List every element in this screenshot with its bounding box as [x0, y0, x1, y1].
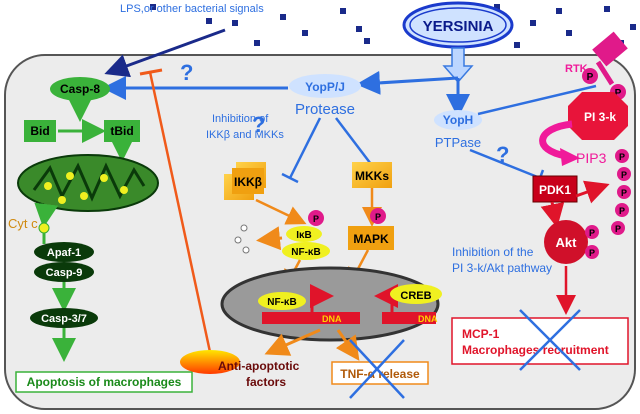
mapk-label: MAPK [353, 232, 389, 246]
svg-text:P: P [587, 72, 594, 83]
pdk1-node [532, 175, 578, 203]
degraded-ikb-fragments [234, 224, 250, 254]
mcp1-box [451, 317, 629, 365]
nfkb-label: NF-κB [291, 247, 320, 258]
svg-text:P: P [621, 188, 627, 198]
pdk1-to-akt-arrow [540, 201, 565, 228]
protease-label: Protease [295, 101, 355, 118]
mcp1-label: MCP-1 [462, 327, 500, 341]
ikb-node [286, 226, 322, 242]
casp37-label: Casp-3/7 [41, 313, 87, 325]
cytochrome-c-dots [44, 172, 128, 204]
pi3k-inhibition-label-1: Inhibition of the [452, 245, 534, 259]
yopPJ-node [289, 74, 361, 98]
yopH-label: YopH [443, 113, 473, 127]
casp9-node [34, 262, 94, 282]
ptpase-label: PTPase [435, 135, 481, 150]
lps-arrow [104, 28, 226, 78]
ikb-label: IκB [296, 230, 312, 241]
svg-text:P: P [589, 228, 595, 238]
anti-apoptotic-inhibition [148, 71, 212, 353]
svg-text:P: P [615, 88, 622, 99]
anti-apoptotic-factors-node [180, 350, 240, 374]
mkks-label: MKKs [355, 169, 389, 183]
casp8-node [50, 77, 110, 101]
protease-inhibits-ikkb [288, 117, 322, 179]
creb-node [390, 284, 442, 304]
pi3k-to-pip3-arrow [539, 120, 573, 160]
bid-label: Bid [30, 124, 49, 138]
svg-text:P: P [589, 248, 595, 258]
svg-text:P: P [621, 170, 627, 180]
yersinia-label: YERSINIA [423, 18, 494, 35]
svg-text:P: P [313, 214, 319, 224]
svg-text:P: P [375, 212, 381, 222]
yopH-inhibits-akt [469, 148, 541, 180]
inhibition-ikk-label-1: Inhibition of [212, 113, 269, 125]
creb-label: CREB [400, 290, 431, 302]
nucleus-nfkb-node [258, 292, 306, 310]
svg-text:P: P [619, 152, 625, 162]
apaf1-node [34, 242, 94, 262]
casp9-label: Casp-9 [46, 267, 83, 279]
macrophage-recruitment-label: Macrophages recruitment [462, 343, 609, 357]
yopH-inhibits-rtk [477, 84, 597, 116]
tbid-label: tBid [110, 124, 133, 138]
apaf1-label: Apaf-1 [47, 247, 81, 259]
rtk-phospho-1 [582, 68, 598, 84]
anti-apoptotic-label-1: Anti-apoptotic [218, 359, 300, 373]
rtk-receptor [592, 31, 628, 67]
pi3k-label: PI 3-k [584, 110, 616, 124]
nfkb-node [282, 242, 330, 260]
casp37-node [30, 308, 98, 328]
nucleus-nfkb-label: NF-κB [267, 297, 296, 308]
pi3k-inhibition-label-2: PI 3-k/Akt pathway [452, 261, 552, 275]
rtk-label: RTK [565, 63, 588, 75]
nfkb-dna-bar [262, 312, 360, 324]
mapk-node [348, 226, 394, 250]
question-mark-ikk: ? [252, 112, 265, 137]
svg-text:P: P [619, 206, 625, 216]
yersinia-injection-arrow [442, 47, 474, 84]
apoptosis-label: Apoptosis of macrophages [27, 375, 182, 389]
yopPJ-label: YopP/J [305, 80, 345, 94]
pip3-label: PIP3 [576, 150, 607, 166]
yersinia-node [402, 1, 514, 49]
inhibition-ikk-label-2: IKKβ and MKKs [206, 129, 284, 141]
bid-node [24, 120, 56, 142]
akt-node [544, 220, 588, 264]
ikkb-label: IKKβ [234, 175, 262, 189]
question-mark-casp8: ? [180, 60, 193, 85]
apoptosis-box [15, 371, 193, 393]
lps-label: LPS,or other bacterial signals [120, 3, 264, 15]
cytc-label: Cyt c [8, 216, 38, 231]
casp8-label: Casp-8 [60, 82, 100, 96]
bacterial-signal-dots [150, 4, 636, 48]
pdk1-label: PDK1 [539, 183, 571, 197]
mitochondrion [17, 154, 159, 212]
ikkb-node [232, 168, 264, 194]
dna-label-1: DNA [322, 314, 342, 324]
mkks-node [352, 162, 392, 188]
svg-text:P: P [615, 224, 621, 234]
yopH-node [434, 110, 482, 130]
dna-label-2: DNA [418, 314, 438, 324]
anti-apoptotic-label-2: factors [246, 375, 286, 389]
tbid-node [104, 120, 140, 142]
pip3-phosphates: P P P P P [611, 149, 631, 235]
nucleus [220, 266, 440, 342]
creb-dna-bar [382, 312, 436, 324]
pi3k-node [568, 92, 628, 140]
akt-label: Akt [556, 235, 578, 250]
